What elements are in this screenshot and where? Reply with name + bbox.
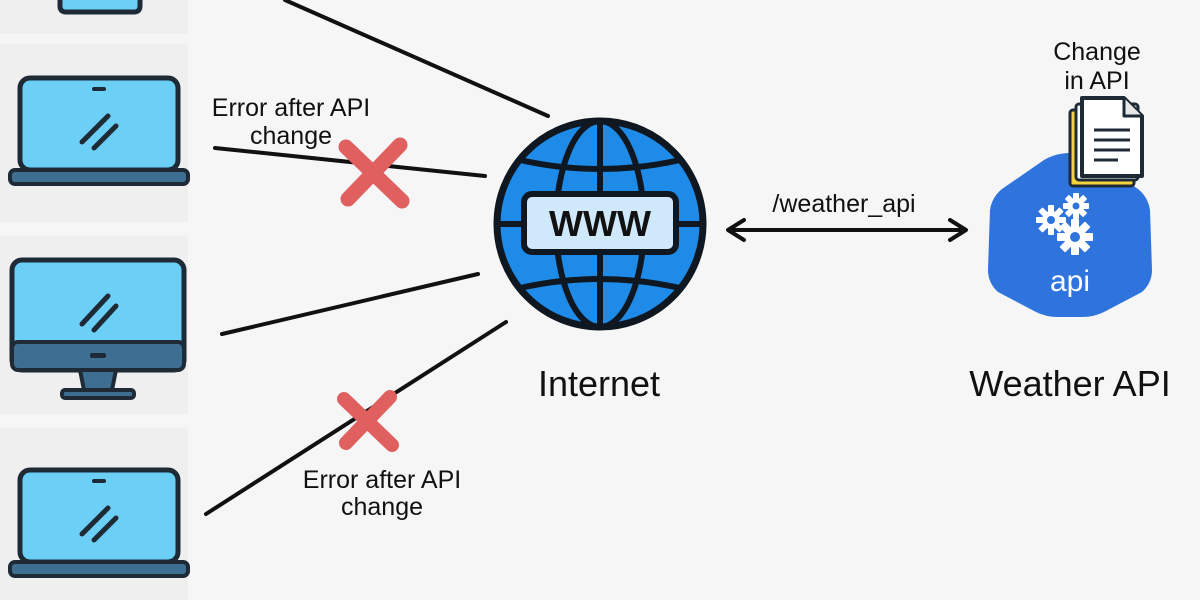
- api-hexagon-icon: api: [988, 153, 1152, 317]
- laptop-icon: [57, 0, 143, 15]
- globe-www-text: WWW: [549, 203, 651, 244]
- change-in-api-line1: Change: [1053, 38, 1141, 66]
- red-x-icon: [337, 390, 399, 452]
- internet-label: Internet: [538, 363, 660, 404]
- bidirectional-arrow: [726, 218, 968, 242]
- error-label-bottom-line1: Error after API: [303, 466, 461, 494]
- connection-line-2: [213, 146, 487, 178]
- globe-www-icon: WWW: [493, 117, 707, 331]
- connection-line-1: [283, 0, 550, 118]
- endpoint-label: /weather_api: [772, 190, 915, 218]
- connection-line-3: [220, 272, 480, 336]
- change-in-api-line2: in API: [1064, 67, 1129, 95]
- document-stack-icon: [1068, 96, 1144, 188]
- error-label-top-line2: change: [250, 122, 332, 150]
- red-x-icon: [338, 137, 410, 209]
- desktop-monitor-icon: [9, 257, 187, 400]
- laptop-icon: [8, 467, 190, 578]
- api-badge-text: api: [1050, 265, 1090, 298]
- laptop-icon: [8, 75, 190, 186]
- error-label-bottom-line2: change: [341, 493, 423, 521]
- weather-api-label: Weather API: [969, 363, 1170, 404]
- error-label-top-line1: Error after API: [212, 94, 370, 122]
